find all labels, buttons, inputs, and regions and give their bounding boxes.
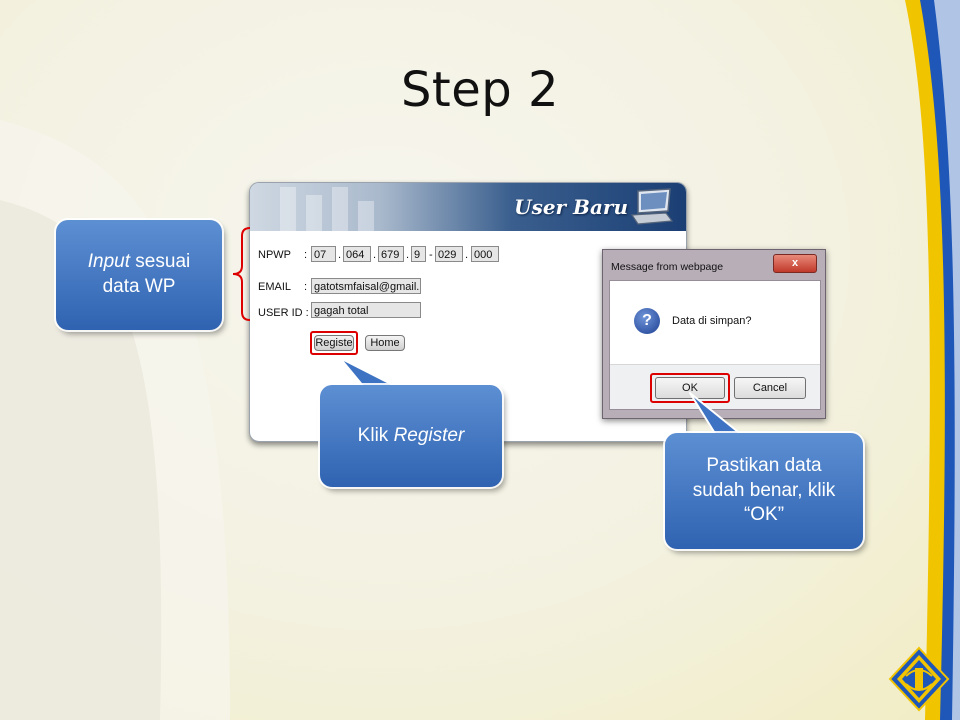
dialog-title: Message from webpage	[611, 261, 724, 273]
ok-highlight	[650, 373, 730, 403]
email-colon: :	[304, 281, 308, 293]
callout-register-prefix: Klik	[357, 424, 394, 446]
npwp-separator: .	[406, 249, 410, 261]
npwp-separator: .	[465, 249, 469, 261]
npwp-colon: :	[304, 249, 308, 261]
dialog-body: ? Data di simpan? OK Cancel	[609, 280, 821, 410]
callout-ok-line3: “OK”	[743, 504, 785, 526]
home-button[interactable]: Home	[365, 335, 405, 351]
dialog-message: Data di simpan?	[672, 315, 752, 327]
close-icon[interactable]: x	[773, 254, 817, 273]
callout-input: Input sesuai data WP	[56, 220, 222, 330]
npwp-field-2[interactable]: 064	[343, 246, 371, 262]
callout-ok-line1: Pastikan data	[706, 454, 822, 476]
building-graphic	[280, 187, 296, 231]
npwp-field-1[interactable]: 07	[311, 246, 336, 262]
npwp-field-4[interactable]: 9	[411, 246, 426, 262]
npwp-field-5[interactable]: 029	[435, 246, 463, 262]
question-icon: ?	[634, 308, 660, 334]
confirm-dialog: Message from webpage x ? Data di simpan?…	[602, 249, 826, 419]
register-button[interactable]: Registe	[314, 335, 354, 351]
email-label: EMAIL	[258, 281, 292, 293]
callout-ok: Pastikan data sudah benar, klik “OK”	[665, 433, 863, 549]
callout-input-line2: data WP	[102, 276, 176, 297]
callout-input-italic: Input	[87, 251, 131, 273]
register-highlight	[310, 331, 358, 355]
email-field[interactable]: gatotsmfaisal@gmail.	[311, 278, 421, 294]
building-graphic	[358, 201, 374, 231]
header-title: User Baru	[514, 195, 628, 219]
npwp-separator: .	[373, 249, 377, 261]
npwp-label: NPWP	[258, 249, 291, 261]
callout-ok-line2: sudah benar, klik	[692, 479, 836, 501]
slide-title: Step 2	[400, 62, 560, 118]
building-graphic	[306, 195, 322, 231]
laptop-icon	[630, 188, 674, 225]
callout-register: Klik Register	[320, 385, 502, 487]
cancel-button[interactable]: Cancel	[734, 377, 806, 399]
callout-input-rest: sesuai	[130, 251, 191, 273]
ministry-logo	[888, 646, 950, 712]
npwp-separator: .	[338, 249, 342, 261]
npwp-field-3[interactable]: 679	[378, 246, 404, 262]
building-graphic	[332, 187, 348, 231]
userid-field[interactable]: gagah total	[311, 302, 421, 318]
input-group-bracket	[232, 227, 251, 321]
npwp-separator: -	[429, 249, 433, 261]
userid-label: USER ID :	[258, 307, 309, 319]
callout-register-italic: Register	[393, 424, 465, 446]
window-header: User Baru	[250, 183, 686, 231]
npwp-field-6[interactable]: 000	[471, 246, 499, 262]
